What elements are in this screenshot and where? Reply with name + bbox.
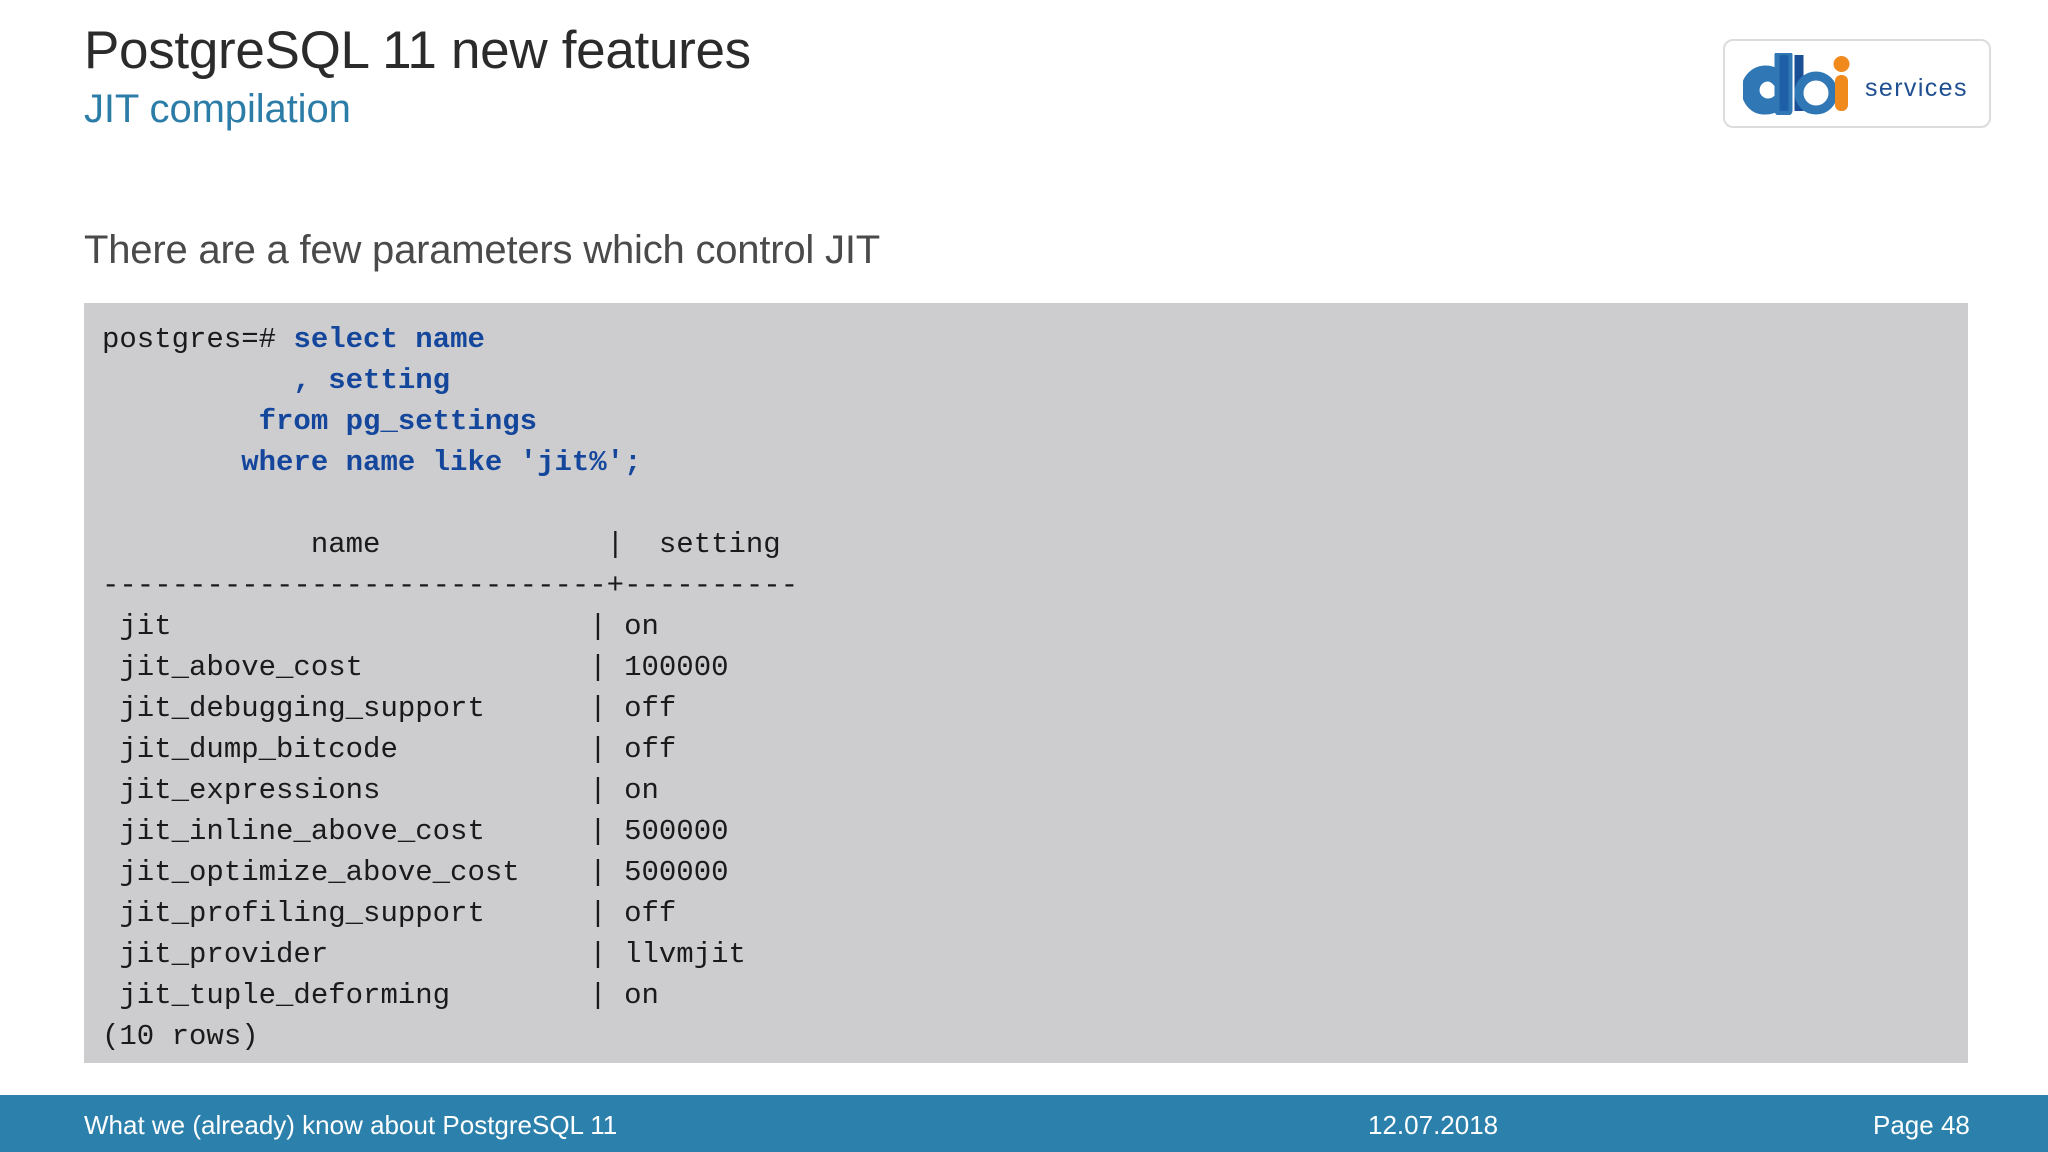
dbi-logo-icon <box>1743 52 1855 115</box>
footer-presentation-title: What we (already) know about PostgreSQL … <box>84 1110 618 1140</box>
psql-prompt: postgres=# <box>102 323 294 356</box>
table-row: jit_profiling_support | off <box>102 897 677 930</box>
table-row: jit_inline_above_cost | 500000 <box>102 815 729 848</box>
table-row: jit_provider | llvmjit <box>102 938 746 971</box>
table-row: jit_dump_bitcode | off <box>102 733 677 766</box>
code-line-query-3: where name like 'jit%'; <box>102 442 1968 483</box>
footer-date: 12.07.2018 <box>1368 1110 1499 1140</box>
table-row: jit_above_cost | 100000 <box>102 651 729 684</box>
code-line-blank <box>102 483 1968 524</box>
code-line-query-2: from pg_settings <box>102 401 1968 442</box>
code-line-query-1: , setting <box>102 360 1968 401</box>
sql-keyword-line-1: , setting <box>102 364 451 397</box>
sql-code-block: postgres=# select name , setting from pg… <box>84 303 1968 1063</box>
body-heading: There are a few parameters which control… <box>84 228 880 272</box>
table-row: jit_optimize_above_cost | 500000 <box>102 856 729 889</box>
page-title: PostgreSQL 11 new features <box>84 21 751 80</box>
table-row: jit_debugging_support | off <box>102 692 677 725</box>
result-row-count: (10 rows) <box>102 1020 259 1053</box>
result-table-separator: -----------------------------+---------- <box>102 569 799 602</box>
logo-wordmark: services <box>1865 74 1968 102</box>
table-row: jit | on <box>102 610 659 643</box>
slide-footer: What we (already) know about PostgreSQL … <box>0 1095 2048 1152</box>
table-row: jit_expressions | on <box>102 774 659 807</box>
title-block: PostgreSQL 11 new features JIT compilati… <box>84 22 751 133</box>
page-subtitle: JIT compilation <box>84 87 351 132</box>
dbi-services-logo: services <box>1723 39 1991 128</box>
code-line-query-0: postgres=# select name <box>102 319 1968 360</box>
sql-keyword-line-0: select name <box>293 323 485 356</box>
slide-header: PostgreSQL 11 new features JIT compilati… <box>0 0 2048 150</box>
result-table-header: name | setting <box>102 528 781 561</box>
footer-page-number: Page 48 <box>1873 1110 1970 1140</box>
sql-keyword-line-2: from pg_settings <box>102 405 538 438</box>
sql-keyword-line-3: where name like 'jit%'; <box>102 446 642 479</box>
table-row: jit_tuple_deforming | on <box>102 979 659 1012</box>
